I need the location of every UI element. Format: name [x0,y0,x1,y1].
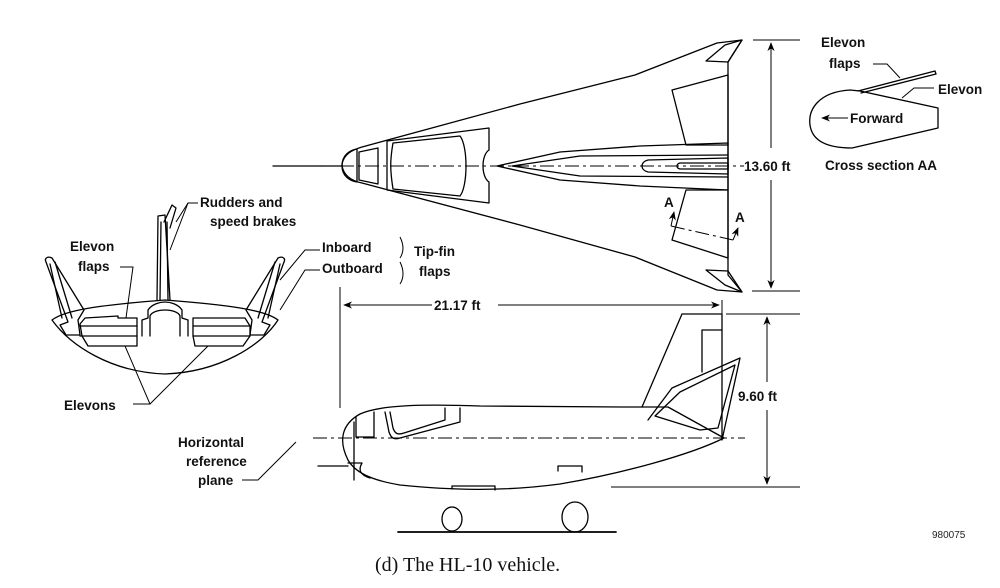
elevon-flap-rod [857,70,937,94]
figure-code: 980075 [932,530,966,541]
lower-elevon [671,189,729,259]
cross-section-outline [809,89,939,149]
tip-fin-brace [399,236,404,285]
elevons-label: Elevons [64,398,116,413]
cs-elevon-label: Elevon [938,82,982,97]
side-view: 21.17 ft 9.60 ft Horizontal reference pl… [178,287,800,533]
upper-elevon [671,74,729,146]
main-wheel [561,501,589,533]
section-line-aa [670,225,734,241]
top-view: A A 13.60 ft [272,39,800,293]
forward-label: Forward [850,111,903,126]
nose-wheel [441,506,463,532]
side-fuselage [342,404,725,491]
canopy-main [386,127,490,204]
cross-section-title: Cross section AA [825,158,937,173]
reference-label-line1: Horizontal [178,435,244,450]
left-tip-fin [44,256,85,336]
rear-body-outline [51,299,279,375]
tip-fin-bottom-left [705,269,743,293]
planform-outline [341,39,743,293]
tip-fin-top-left [705,39,743,63]
side-tip-fin [647,357,741,441]
section-marker-left: A [664,195,674,210]
inboard-label: Inboard [322,240,372,255]
right-elevon [192,317,251,347]
rudders-label-line2: speed brakes [210,214,296,229]
reference-label-line3: plane [198,473,234,488]
rear-view: Rudders and speed brakes Elevon flaps In… [44,195,455,413]
elevon-flaps-line1: Elevon [70,239,114,254]
canopy-front [358,147,379,185]
length-dimension-label: 21.17 ft [434,298,481,313]
left-elevon [79,315,138,347]
side-canopy [355,411,375,438]
tipfin-label-line1: Tip-fin [414,244,455,259]
section-marker-right: A [735,210,745,225]
figure-caption: (d) The HL-10 vehicle. [375,554,560,576]
right-tip-fin [245,256,286,336]
outboard-label: Outboard [322,261,383,276]
span-dimension-label: 13.60 ft [744,159,791,174]
vertical-fin [641,313,723,439]
cs-elevon-flaps-line2: flaps [829,56,861,71]
tipfin-label-line2: flaps [419,264,451,279]
cross-section-aa: Elevon flaps Elevon Forward Cross sectio… [809,35,982,173]
rudders-label-line1: Rudders and [200,195,283,210]
elevon-flaps-line2: flaps [78,259,110,274]
center-hump [141,301,189,337]
height-dimension-label: 9.60 ft [738,389,778,404]
cs-elevon-flaps-line1: Elevon [821,35,865,50]
reference-label-line2: reference [186,454,247,469]
